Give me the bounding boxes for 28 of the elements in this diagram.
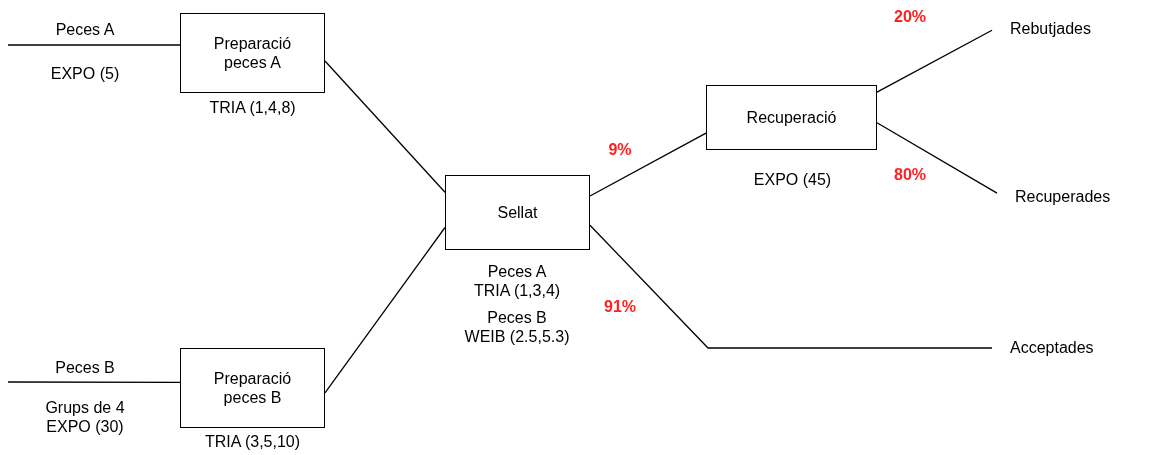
- outcome-label: Acceptades: [1000, 335, 1140, 361]
- percentage-label: 80%: [893, 165, 927, 185]
- connector-line: [7, 381, 181, 384]
- distribution-label: Peces A TRIA (1,3,4): [472, 262, 562, 301]
- connector-line: [589, 224, 993, 349]
- percentage-label: 20%: [893, 7, 927, 27]
- distribution-label: Peces B WEIB (2.5,5.3): [463, 308, 571, 347]
- percentage-label: 9%: [607, 140, 633, 160]
- input-label: Peces A: [54, 20, 116, 40]
- distribution-label: EXPO (45): [752, 170, 833, 190]
- distribution-label: TRIA (3,5,10): [203, 432, 302, 452]
- arrival-label: Grups de 4 EXPO (30): [44, 398, 126, 437]
- outcome-label: Rebutjades: [1000, 16, 1140, 42]
- connector-line: [324, 60, 446, 193]
- connector-line: [876, 29, 993, 93]
- outcome-label: Recuperades: [1005, 184, 1155, 210]
- input-label: Peces B: [54, 358, 116, 378]
- process-box: Sellat: [445, 175, 590, 250]
- distribution-label: TRIA (1,4,8): [208, 98, 297, 118]
- connector-line: [324, 226, 446, 394]
- process-box: Preparació peces A: [180, 13, 325, 93]
- connector-line: [589, 132, 707, 197]
- process-box: Recuperació: [706, 85, 877, 150]
- process-box: Preparació peces B: [180, 348, 325, 428]
- arrival-label: EXPO (5): [49, 64, 121, 84]
- connector-line: [876, 122, 998, 194]
- connector-line: [7, 44, 181, 46]
- percentage-label: 91%: [603, 297, 637, 317]
